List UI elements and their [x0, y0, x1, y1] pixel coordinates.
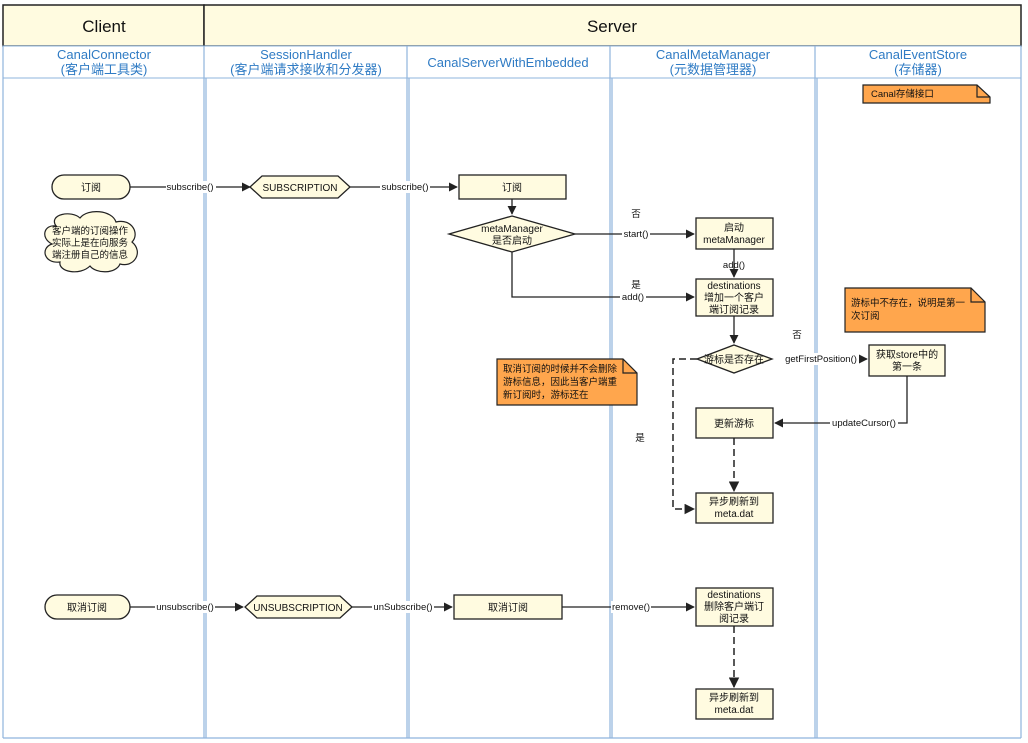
lane-title-store: CanalEventStore: [869, 47, 967, 62]
header-server-box: [203, 4, 1022, 47]
note-client-cloud-line2: 实际上是在向服务: [52, 237, 129, 249]
node-server-subscribe: [458, 174, 567, 200]
node-meta-decision-line2: 是否启动: [492, 234, 532, 247]
node-remove-dest-line1: destinations: [707, 590, 760, 601]
node-cursor-decision: [695, 344, 774, 374]
node-subscription-prep: [249, 175, 351, 199]
node-subscribe-start: [51, 174, 131, 200]
node-server-unsubscribe-label: 取消订阅: [488, 601, 528, 614]
lane-title-embedded: CanalServerWithEmbedded: [427, 55, 588, 70]
edge-label-no-1: 否: [631, 209, 641, 220]
note-cancel-fold: [622, 359, 637, 374]
note-cancel-line2: 游标信息，因此当客户端重: [503, 376, 618, 388]
edge-label-yes-1: 是: [631, 280, 641, 291]
note-client-cloud-line3: 端注册自己的信息: [52, 249, 128, 261]
edge-label-get-first: getFirstPosition(): [785, 354, 857, 365]
label-bg: [620, 291, 646, 303]
node-add-dest-line1: destinations: [707, 281, 760, 292]
header-client-box: [2, 4, 205, 47]
node-start-meta-line2: metaManager: [703, 235, 765, 246]
node-add-dest-line3: 端订阅记录: [709, 303, 759, 316]
label-bg: [783, 353, 859, 365]
note-client-cloud-line1: 客户端的订阅操作: [52, 225, 129, 237]
node-meta-decision: [446, 215, 578, 253]
note-store: [862, 84, 991, 104]
edge-label-subscribe-1: subscribe(): [167, 182, 214, 193]
node-remove-dest-line2: 删除客户端订: [704, 600, 764, 613]
lane-title-session: SessionHandler: [260, 47, 352, 62]
node-unsubscription-label: UNSUBSCRIPTION: [253, 603, 342, 614]
lane-subtitle-connector: (客户端工具类): [61, 62, 148, 77]
node-add-dest: [695, 278, 774, 317]
lane-subtitle-store: (存储器): [894, 62, 942, 77]
edge-label-add-2: add(): [622, 292, 644, 303]
node-get-store: [868, 344, 946, 377]
label-bg: [830, 417, 898, 429]
note-cancel-line3: 新订阅时，游标还在: [503, 389, 589, 401]
node-flush-1-line2: meta.dat: [715, 509, 754, 520]
node-subscribe-start-label: 订阅: [81, 181, 101, 194]
lane-title-row: [2, 45, 1022, 79]
node-unsubscribe-start: [44, 594, 131, 620]
lane-title-connector: CanalConnector: [57, 47, 152, 62]
node-remove-dest: [695, 587, 774, 627]
node-get-store-line2: 第一条: [892, 360, 922, 373]
edge-label-start: start(): [624, 229, 649, 240]
note-cancel-line1: 取消订阅的时候并不会删除: [503, 363, 618, 375]
label-bg: [380, 181, 430, 193]
node-add-dest-line2: 增加一个客户: [704, 291, 764, 304]
node-flush-1: [695, 492, 774, 524]
label-bg: [622, 228, 650, 240]
edge-label-unsubscribe-2: unSubscribe(): [373, 602, 432, 613]
node-flush-2: [695, 688, 774, 720]
note-cursor-line2: 次订阅: [851, 310, 880, 322]
note-cancel: [496, 358, 638, 406]
label-bg: [155, 601, 215, 613]
edge-label-yes-2: 是: [635, 433, 645, 444]
node-start-meta-line1: 启动: [724, 221, 744, 234]
edge-label-update-cursor: updateCursor(): [832, 418, 896, 429]
header-client-title: Client: [82, 17, 126, 36]
edge-label-add-1: add(): [723, 260, 745, 271]
label-bg: [166, 181, 216, 193]
lane-separators: [2, 46, 1022, 739]
edge-label-subscribe-2: subscribe(): [382, 182, 429, 193]
note-cursor-fold: [970, 288, 985, 303]
node-update-cursor-label: 更新游标: [714, 417, 754, 430]
edge-update-cursor: [774, 376, 908, 428]
node-remove-dest-line3: 阅记录: [719, 612, 749, 625]
node-cursor-decision-label: 游标是否存在: [704, 353, 764, 366]
lane-title-meta: CanalMetaManager: [656, 47, 771, 62]
edge-add-yes: [511, 249, 695, 302]
node-unsubscription-prep: [244, 595, 353, 619]
lane-subtitle-meta: (元数据管理器): [670, 62, 757, 77]
node-meta-decision-line1: metaManager: [481, 224, 543, 235]
node-subscription-label: SUBSCRIPTION: [262, 183, 337, 194]
node-get-store-line1: 获取store中的: [876, 348, 938, 361]
edge-yes-dashed: [672, 358, 697, 515]
node-flush-2-line2: meta.dat: [715, 705, 754, 716]
note-cursor-line1: 游标中不存在，说明是第一: [851, 297, 966, 309]
note-client-cloud: [44, 211, 138, 273]
node-server-subscribe-label: 订阅: [502, 181, 522, 194]
note-store-fold: [976, 85, 990, 98]
edge-label-remove: remove(): [612, 602, 650, 613]
node-start-meta: [695, 217, 774, 250]
node-flush-1-line1: 异步刷新到: [709, 495, 759, 508]
note-store-label: Canal存储接口: [871, 88, 934, 100]
node-server-unsubscribe: [453, 594, 563, 620]
label-bg: [372, 601, 434, 613]
edge-label-unsubscribe-1: unsubscribe(): [156, 602, 214, 613]
node-flush-2-line1: 异步刷新到: [709, 691, 759, 704]
node-update-cursor: [695, 407, 774, 439]
label-bg: [611, 601, 651, 613]
lane-subtitle-session: (客户端请求接收和分发器): [230, 62, 382, 77]
node-unsubscribe-start-label: 取消订阅: [67, 601, 107, 614]
note-cursor: [844, 287, 986, 333]
header-server-title: Server: [587, 17, 637, 36]
edge-label-no-2: 否: [792, 330, 802, 341]
